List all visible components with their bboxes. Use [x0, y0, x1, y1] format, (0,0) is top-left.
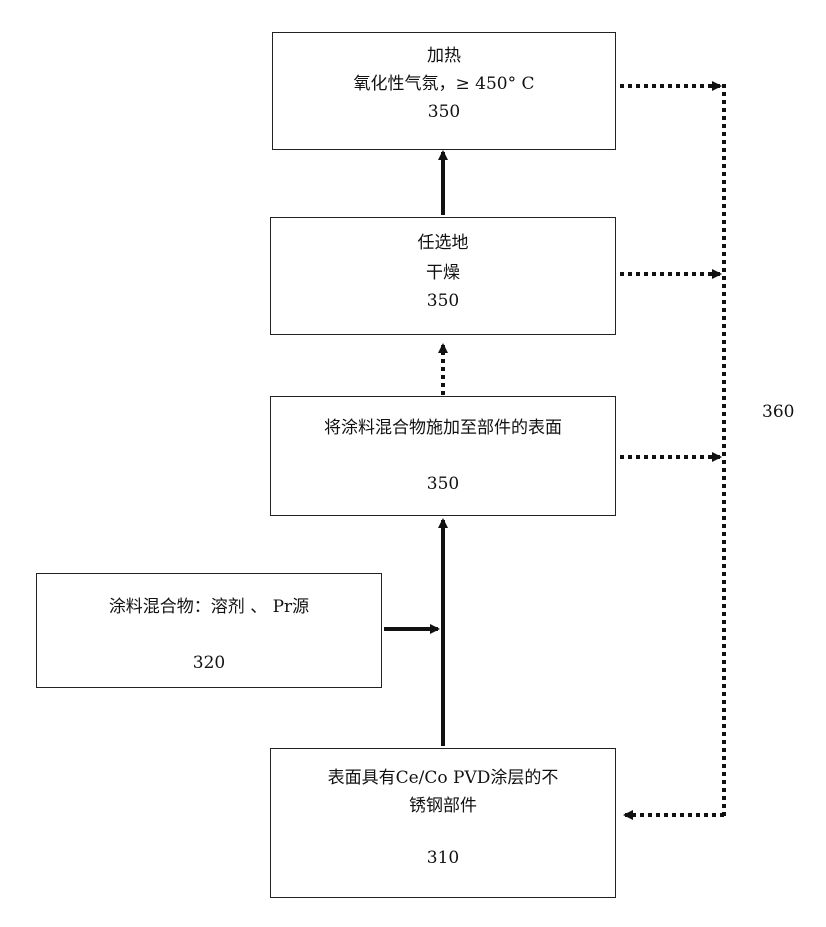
- box-heat-line1: 加热: [273, 45, 615, 67]
- box-dry-line1: 任选地: [271, 232, 615, 254]
- box-mixture-ref: 320: [37, 652, 381, 674]
- box-mixture-line1: 涂料混合物：溶剂 、 Pr源: [37, 596, 381, 618]
- box-heat-line2: 氧化性气氛，≥ 450° C: [273, 73, 615, 95]
- box-part-line2: 锈钢部件: [271, 795, 615, 817]
- box-part-ref: 310: [271, 847, 615, 869]
- box-part-line1: 表面具有Ce/Co PVD涂层的不: [271, 767, 615, 789]
- box-mixture: 涂料混合物：溶剂 、 Pr源 320: [36, 573, 382, 688]
- box-apply-ref: 350: [271, 473, 615, 495]
- box-apply: 将涂料混合物施加至部件的表面 350: [270, 396, 616, 516]
- box-dry-line2: 干燥: [271, 262, 615, 284]
- box-apply-line1: 将涂料混合物施加至部件的表面: [271, 417, 615, 439]
- box-part: 表面具有Ce/Co PVD涂层的不 锈钢部件 310: [270, 748, 616, 898]
- box-heat-ref: 350: [273, 101, 615, 123]
- box-heat: 加热 氧化性气氛，≥ 450° C 350: [272, 32, 616, 150]
- box-dry: 任选地 干燥 350: [270, 217, 616, 335]
- loop-label: 360: [762, 402, 794, 422]
- box-dry-ref: 350: [271, 290, 615, 312]
